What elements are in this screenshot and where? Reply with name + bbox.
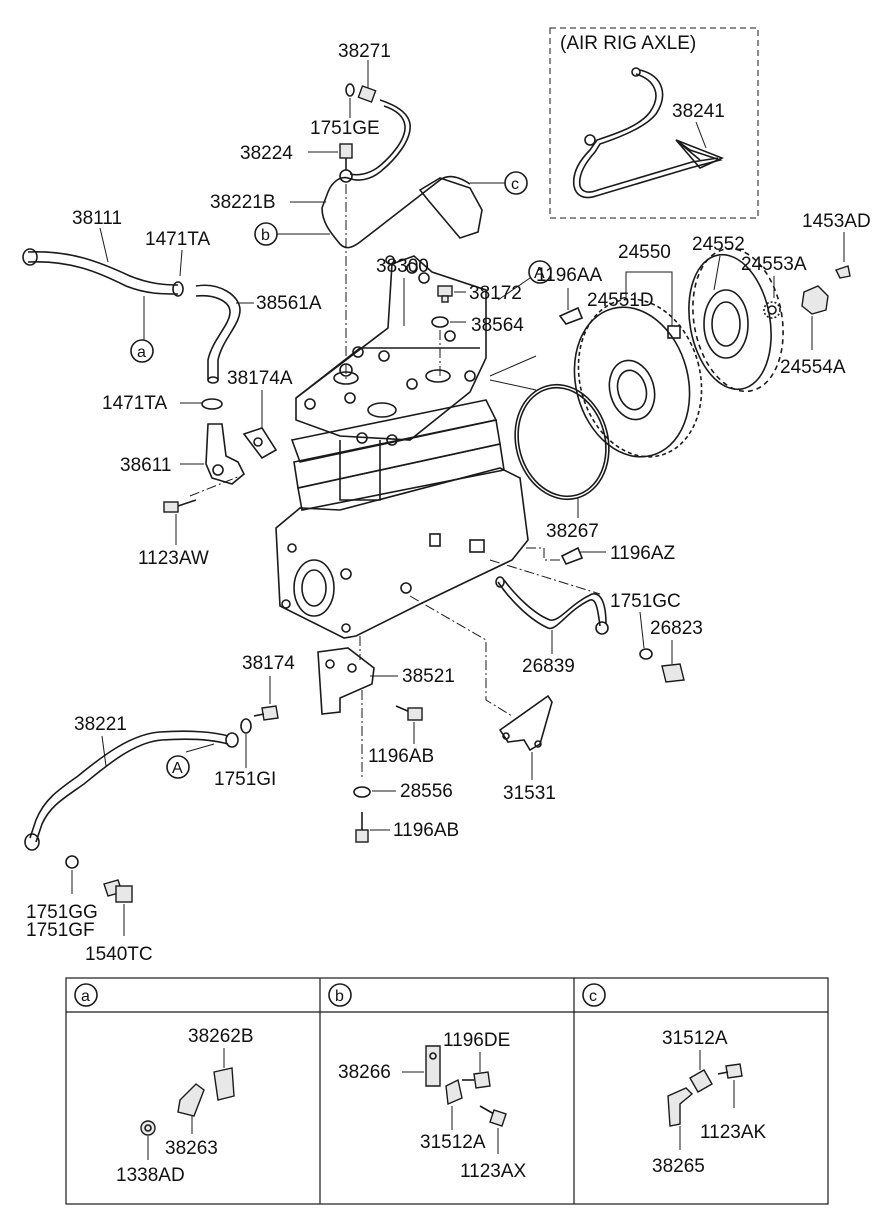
detail-a-1338AD: 1338AD bbox=[116, 1165, 185, 1186]
label-1751GG: 1751GG bbox=[26, 902, 98, 923]
inset-title: (AIR RIG AXLE) bbox=[560, 33, 696, 54]
label-38561A: 38561A bbox=[256, 293, 322, 314]
detail-c-31512A: 31512A bbox=[662, 1028, 728, 1049]
label-1471TA-mid: 1471TA bbox=[102, 393, 167, 414]
label-38174A: 38174A bbox=[227, 368, 293, 389]
detail-b-1123AX: 1123AX bbox=[460, 1161, 527, 1182]
detail-column-a: a 38262B 38263 1338AD bbox=[74, 983, 254, 1186]
left-hose-assembly: 38111 a 1471TA 38561A 1471TA 38611 38174… bbox=[22, 208, 322, 569]
detail-column-c: c 31512A 1123AK 38265 bbox=[582, 983, 767, 1177]
label-1196AA: 1196AA bbox=[536, 265, 603, 286]
label-1751GI: 1751GI bbox=[214, 769, 276, 790]
label-38174: 38174 bbox=[242, 653, 295, 674]
label-38221: 38221 bbox=[74, 714, 127, 735]
label-38224: 38224 bbox=[240, 143, 293, 164]
detail-table: a 38262B 38263 1338AD b 1196DE 38266 bbox=[65, 977, 829, 1205]
label-1123AW: 1123AW bbox=[138, 548, 209, 569]
lower-left-pipe-assembly: 38174 1751GI 38221 A 1751GG 1751GF 1540T… bbox=[24, 653, 295, 965]
svg-text:b: b bbox=[261, 227, 270, 244]
air-compressor-body: A 38300 38172 38564 1196AA bbox=[275, 255, 603, 639]
detail-b-31512A: 31512A bbox=[420, 1132, 486, 1153]
lower-bracket-assembly: 38521 1196AB 28556 1196AB 31531 bbox=[317, 595, 556, 843]
detail-header-a: a bbox=[81, 988, 90, 1005]
label-1196AZ: 1196AZ bbox=[610, 543, 676, 564]
label-38271: 38271 bbox=[338, 41, 391, 62]
label-1453AD: 1453AD bbox=[802, 211, 871, 232]
detail-header-b: b bbox=[335, 988, 344, 1005]
label-31531: 31531 bbox=[503, 783, 556, 804]
detail-header-c: c bbox=[589, 988, 597, 1005]
label-1751GF: 1751GF bbox=[26, 920, 95, 941]
svg-text:A: A bbox=[172, 760, 183, 777]
top-pipe-assembly: 38271 1751GE 38224 38221B c b bbox=[210, 41, 528, 380]
label-38111: 38111 bbox=[72, 208, 122, 229]
callout-A-bottom bbox=[166, 755, 190, 779]
label-24550: 24550 bbox=[618, 242, 671, 263]
detail-a-38262B: 38262B bbox=[188, 1026, 254, 1047]
label-38564: 38564 bbox=[471, 315, 524, 336]
label-1540TC: 1540TC bbox=[85, 944, 153, 965]
label-1471TA-top: 1471TA bbox=[145, 229, 210, 250]
label-1196AB-1: 1196AB bbox=[368, 746, 434, 767]
label-38611: 38611 bbox=[120, 455, 171, 476]
callout-A-top bbox=[528, 260, 552, 284]
label-1751GC: 1751GC bbox=[610, 591, 681, 612]
label-24552: 24552 bbox=[692, 234, 745, 255]
detail-a-38263: 38263 bbox=[165, 1138, 218, 1159]
label-24551D: 24551D bbox=[587, 290, 654, 311]
label-26823: 26823 bbox=[650, 618, 703, 639]
svg-text:A: A bbox=[534, 265, 545, 282]
label-38221B: 38221B bbox=[210, 192, 276, 213]
detail-column-b: b 1196DE 38266 31512A 1123AX bbox=[328, 983, 527, 1182]
svg-text:a: a bbox=[137, 344, 146, 361]
label-38241: 38241 bbox=[672, 101, 725, 122]
label-24553A: 24553A bbox=[741, 254, 807, 275]
svg-text:c: c bbox=[511, 176, 519, 193]
detail-b-38266: 38266 bbox=[338, 1062, 391, 1083]
callout-c bbox=[504, 171, 528, 195]
label-1751GE: 1751GE bbox=[310, 118, 380, 139]
label-38300: 38300 bbox=[376, 256, 429, 277]
callout-a bbox=[130, 339, 154, 363]
label-38172: 38172 bbox=[469, 283, 522, 304]
air-rig-pipe: 38241 bbox=[572, 67, 725, 199]
label-26839: 26839 bbox=[522, 656, 575, 677]
label-24554A: 24554A bbox=[780, 357, 846, 378]
label-1196AB-2: 1196AB bbox=[393, 820, 459, 841]
gear-group: 38267 24550 24551D 24552 24553A 24554A 1… bbox=[514, 211, 871, 542]
detail-c-1123AK: 1123AK bbox=[700, 1122, 767, 1143]
detail-c-38265: 38265 bbox=[652, 1156, 705, 1177]
label-38521: 38521 bbox=[402, 666, 455, 687]
o-ring bbox=[514, 383, 610, 501]
label-38267: 38267 bbox=[546, 521, 599, 542]
air-rig-axle-inset bbox=[549, 27, 759, 219]
label-28556: 28556 bbox=[400, 781, 453, 802]
detail-b-1196DE: 1196DE bbox=[443, 1030, 510, 1051]
right-lower-assembly: 1196AZ 26839 1751GC 26823 bbox=[489, 543, 703, 683]
